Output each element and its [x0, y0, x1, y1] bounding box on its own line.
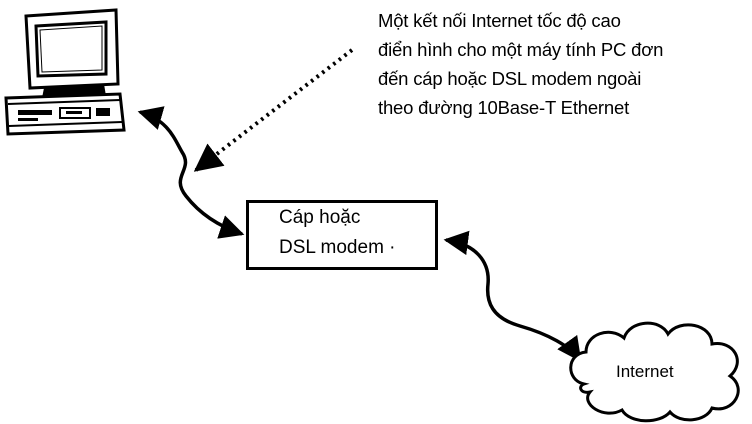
caption-pointer-arrow [193, 48, 354, 172]
diagram-caption: Một kết nối Internet tốc độ cao điển hìn… [378, 6, 750, 122]
caption-line-1: Một kết nối Internet tốc độ cao [378, 10, 621, 31]
internet-label: Internet [616, 362, 674, 381]
pc-to-modem-connection [137, 106, 245, 239]
caption-line-4: theo đường 10Base-T Ethernet [378, 97, 630, 118]
modem-box: Cáp hoặc DSL modem · [246, 200, 438, 270]
modem-to-internet-connection [443, 230, 582, 362]
desktop-pc-icon [4, 8, 126, 136]
modem-label-line-1: Cáp hoặc [279, 207, 361, 228]
caption-line-3: đến cáp hoặc DSL modem ngoài [378, 68, 642, 89]
modem-label-line-2: DSL modem · [279, 237, 396, 258]
caption-line-2: điển hình cho một máy tính PC đơn [378, 39, 664, 60]
internet-cloud-icon [569, 321, 740, 423]
